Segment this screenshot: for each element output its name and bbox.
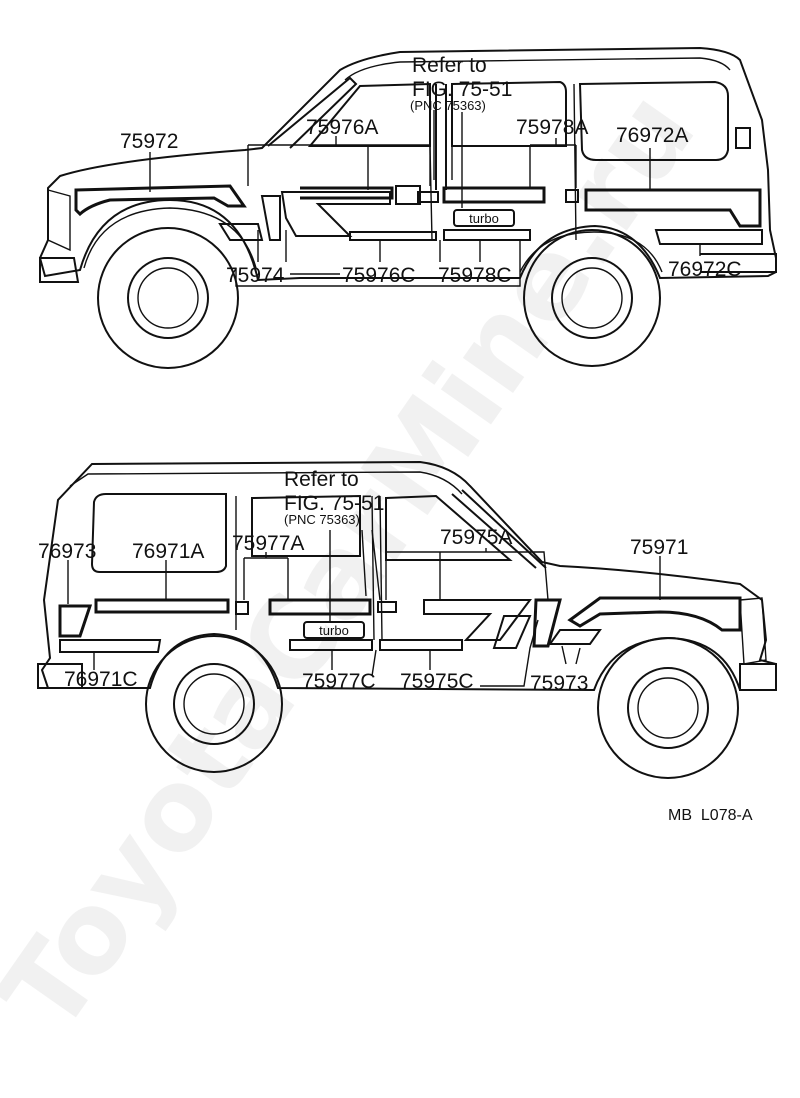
bottom-rear-wheel	[145, 635, 283, 773]
top-front-arch	[83, 207, 257, 269]
label-75971: 75971	[630, 536, 688, 559]
top-stripe-lower-quarter	[654, 229, 763, 245]
label-75974: 75974	[226, 264, 285, 287]
bottom-refer-line1: Refer to	[284, 468, 359, 491]
diagram-code: MB L078-A	[668, 807, 753, 824]
bottom-turbo-badge-text: turbo	[319, 623, 349, 638]
top-stripe-door-front	[280, 191, 391, 237]
bottom-handle-front	[377, 601, 397, 613]
label-75977A: 75977A	[232, 532, 304, 555]
label-75976A: 75976A	[306, 116, 378, 139]
top-front-bumper	[39, 257, 80, 283]
top-rear-arch	[519, 231, 663, 273]
top-handle-front	[395, 185, 421, 205]
label-75972: 75972	[120, 130, 178, 153]
label-76973: 76973	[38, 540, 96, 563]
label-75978A: 75978A	[516, 116, 588, 139]
bottom-leader-lines	[67, 529, 661, 687]
top-front-grille	[47, 189, 71, 252]
top-stripe-rear-door	[442, 186, 546, 204]
top-turbo-badge	[453, 209, 515, 227]
label-76972A: 76972A	[616, 124, 688, 147]
top-front-window	[307, 82, 431, 147]
top-turbo-badge-text: turbo	[469, 211, 499, 226]
top-stripe-door-upper	[300, 186, 394, 200]
bottom-handle-rear	[235, 601, 249, 615]
label-76971C: 76971C	[64, 668, 138, 691]
top-vehicle: turbo	[38, 46, 777, 369]
top-stripe-diagonal-a	[260, 195, 281, 241]
top-stripe-fender-lower	[218, 223, 264, 241]
bottom-front-grille	[739, 597, 767, 665]
label-76971A: 76971A	[132, 540, 204, 563]
bottom-stripe-lower-front	[379, 639, 463, 651]
top-roof-line	[344, 57, 731, 81]
top-stripe-lower-front	[349, 231, 437, 241]
label-75978C: 75978C	[438, 264, 512, 287]
bottom-stripe-rear-door	[268, 598, 372, 616]
top-leader-lines	[149, 110, 701, 287]
top-stripe-small-a	[417, 191, 439, 203]
top-quarter-window	[578, 80, 729, 161]
top-labels: 75972 75976A Refer to FIG. 75-51 (PNC 75…	[120, 54, 742, 287]
top-handle-rear	[565, 189, 579, 203]
top-b-pillar	[435, 84, 447, 190]
bottom-quarter-window	[90, 493, 227, 573]
bottom-stripe-lower-rear	[59, 639, 162, 653]
bottom-stripe-rear	[58, 604, 93, 638]
label-75977C: 75977C	[302, 670, 376, 693]
bottom-stripe-quarter	[94, 598, 230, 614]
label-75975A: 75975A	[440, 526, 512, 549]
bottom-refer-line3: (PNC 75363)	[284, 512, 360, 527]
bottom-stripe-front-door	[423, 599, 532, 641]
bottom-rear-bumper	[37, 663, 83, 689]
bottom-vehicle: turbo	[37, 460, 777, 779]
label-76972C: 76972C	[668, 258, 742, 281]
label-75973: 75973	[530, 672, 588, 695]
top-windshield	[267, 76, 358, 149]
label-75976C: 75976C	[342, 264, 416, 287]
top-tail-lamp	[735, 127, 751, 149]
top-rear-bumper	[700, 253, 777, 273]
bottom-rear-door-window	[251, 494, 361, 557]
label-75975C: 75975C	[400, 670, 474, 693]
watermark-text: ToyotaCarMine.ru	[0, 69, 721, 1056]
top-stripe-front-fender	[74, 184, 247, 217]
bottom-stripe-front-fender	[567, 596, 742, 632]
top-stripe-lower-rear	[443, 229, 531, 241]
bottom-front-window	[385, 494, 513, 561]
bottom-stripe-lower-door	[289, 639, 373, 651]
top-refer-line2: FIG. 75-51	[412, 78, 512, 101]
top-stripe-quarter	[584, 188, 762, 228]
top-refer-line3: (PNC 75363)	[410, 98, 486, 113]
top-rear-wheel	[523, 229, 661, 367]
bottom-front-wheel	[597, 637, 739, 779]
bottom-body-outline	[40, 460, 777, 692]
bottom-front-bumper	[739, 663, 777, 691]
bottom-windshield	[451, 489, 547, 569]
top-rear-door-window	[451, 80, 567, 147]
bottom-stripe-diagonal-a	[492, 615, 532, 649]
top-refer-line1: Refer to	[412, 54, 487, 77]
bottom-turbo-badge	[303, 621, 365, 639]
bottom-labels: 76973 76971A 75977A Refer to FIG. 75-51 …	[38, 468, 688, 695]
bottom-roof-line	[69, 471, 463, 495]
bottom-stripe-fender-lower	[548, 629, 602, 645]
bottom-stripe-fender	[532, 598, 562, 648]
top-front-wheel	[97, 227, 239, 369]
bottom-refer-line2: FIG. 75-51	[284, 492, 384, 515]
